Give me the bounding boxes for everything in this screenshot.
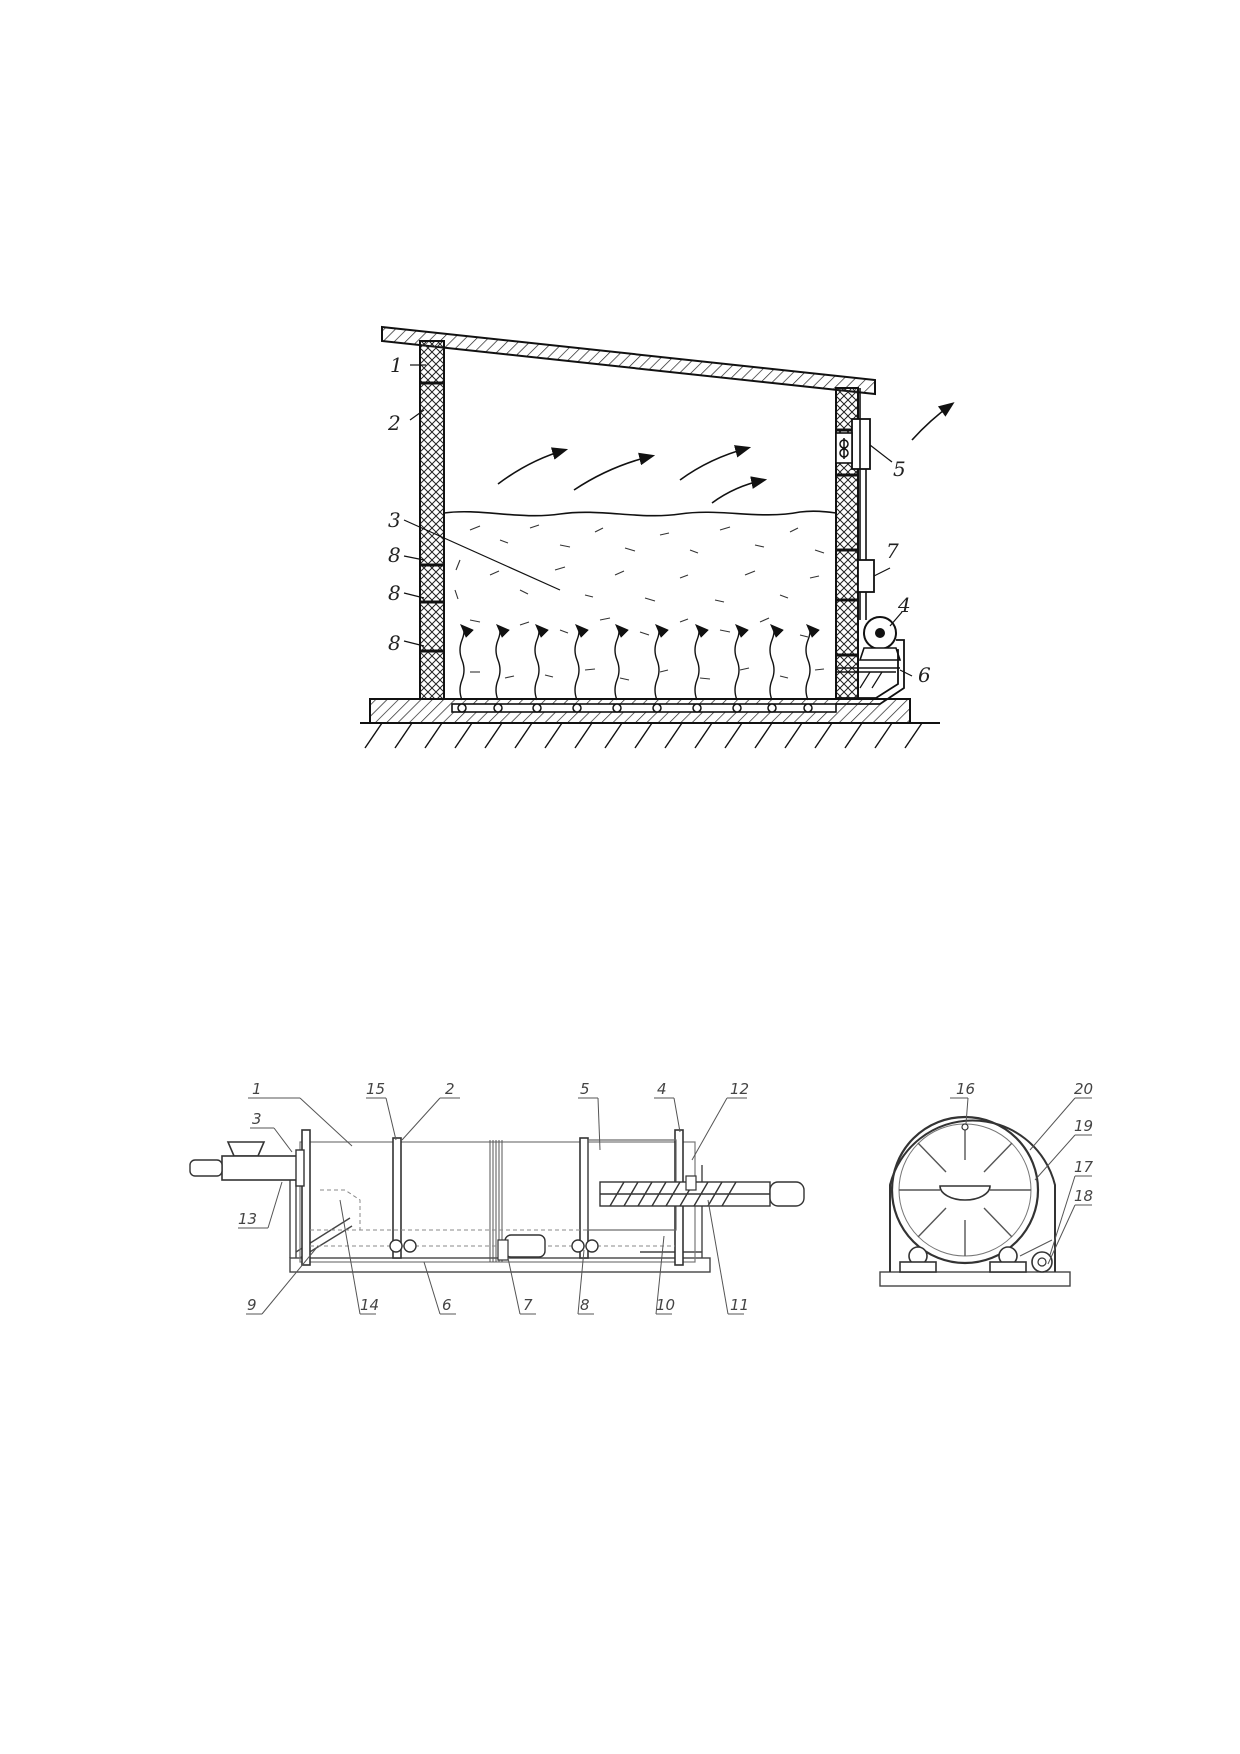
roof-slab xyxy=(381,325,876,396)
drum-dryer-end-view: 16 20 19 17 18 xyxy=(879,1080,1094,1287)
drive-motor xyxy=(504,1234,546,1258)
drive-gear-rim xyxy=(489,1140,503,1262)
callout-fig2-1: 1 xyxy=(252,1080,262,1098)
callout-5: 5 xyxy=(893,457,906,481)
exhaust-air-arrows xyxy=(497,402,955,504)
callout-fig3-19: 19 xyxy=(1074,1117,1093,1135)
inlet-motor xyxy=(189,1159,223,1177)
air-nozzles xyxy=(457,703,813,713)
callout-8-lower: 8 xyxy=(388,631,401,655)
leader-lines-fig3 xyxy=(950,1097,1092,1265)
callout-7: 7 xyxy=(886,539,899,563)
callout-fig3-18: 18 xyxy=(1074,1187,1093,1205)
inlet-feeder-tube xyxy=(221,1155,303,1181)
callout-fig2-14: 14 xyxy=(360,1296,379,1314)
drum-spokes xyxy=(899,1124,1031,1256)
end-view-rollers xyxy=(899,1246,1027,1273)
drum-ring-left xyxy=(392,1137,402,1259)
callout-fig2-7: 7 xyxy=(523,1296,533,1314)
drum-dryer-side-view: 1 15 2 5 4 12 3 13 9 14 6 7 8 10 11 xyxy=(189,1080,805,1315)
callout-3: 3 xyxy=(388,508,401,532)
callout-1: 1 xyxy=(390,353,403,377)
drum-housing xyxy=(889,1119,1056,1272)
drum-shaft xyxy=(939,1185,991,1201)
callout-fig3-16: 16 xyxy=(956,1080,975,1098)
rising-air-arrows xyxy=(459,624,820,701)
callout-8-upper: 8 xyxy=(388,543,401,567)
drum-circle-end xyxy=(890,1115,1040,1265)
heater-box xyxy=(857,559,875,593)
callout-2: 2 xyxy=(387,411,401,435)
callout-6: 6 xyxy=(918,663,931,687)
exhaust-fan-housing xyxy=(851,418,871,470)
material-surface xyxy=(443,510,837,517)
callout-fig2-8: 8 xyxy=(580,1296,590,1314)
air-distribution-duct xyxy=(451,703,837,713)
drum-ring-right xyxy=(579,1137,589,1259)
callout-fig2-15: 15 xyxy=(366,1080,385,1098)
callout-fig2-10: 10 xyxy=(656,1296,675,1314)
end-view-base xyxy=(879,1271,1071,1287)
callout-fig2-9: 9 xyxy=(247,1296,257,1314)
callout-fig2-4: 4 xyxy=(657,1080,667,1098)
outlet-motor xyxy=(769,1181,805,1207)
ground-hatching xyxy=(364,722,923,749)
callout-fig2-13: 13 xyxy=(238,1210,257,1228)
inlet-end-plate xyxy=(301,1129,311,1266)
callout-fig3-20: 20 xyxy=(1074,1080,1093,1098)
leader-lines-fig2 xyxy=(238,1097,747,1315)
callout-fig2-3: 3 xyxy=(252,1110,262,1128)
callout-fig2-2: 2 xyxy=(445,1080,455,1098)
callout-fig3-17: 17 xyxy=(1074,1158,1094,1176)
callout-8-middle: 8 xyxy=(388,581,401,605)
leader-lines xyxy=(403,364,913,677)
callout-fig2-6: 6 xyxy=(442,1296,452,1314)
screw-conveyor xyxy=(599,1181,771,1207)
callout-fig2-11: 11 xyxy=(730,1296,749,1314)
drying-chamber-diagram: 1 2 3 8 8 8 5 7 4 6 xyxy=(360,325,955,749)
callout-fig2-5: 5 xyxy=(580,1080,590,1098)
support-rollers xyxy=(389,1239,599,1253)
feed-hopper xyxy=(226,1141,266,1157)
callout-4: 4 xyxy=(897,593,911,617)
callout-fig2-12: 12 xyxy=(730,1080,749,1098)
supply-duct xyxy=(836,639,905,705)
material-texture xyxy=(454,524,825,681)
